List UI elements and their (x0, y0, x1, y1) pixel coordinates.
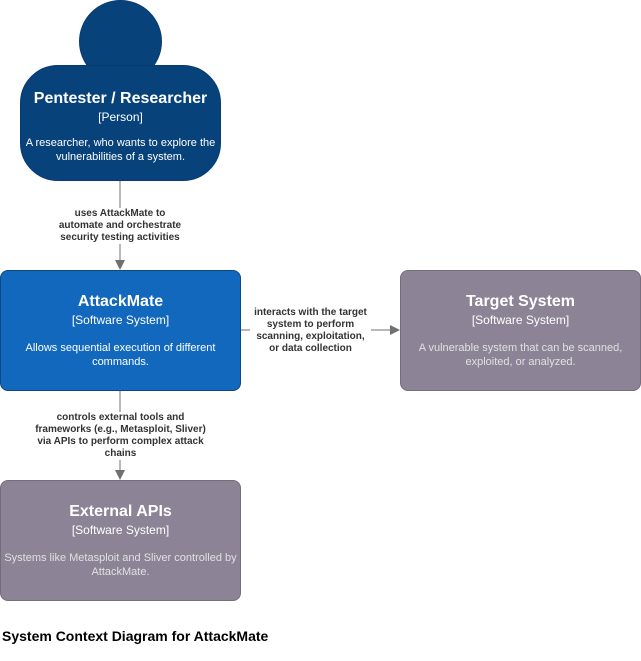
edge-label-uses: uses AttackMate to automate and orchestr… (56, 208, 184, 244)
attackmate-node: AttackMate [Software System] Allows sequ… (0, 270, 241, 391)
person-description: A researcher, who wants to explore the v… (25, 137, 216, 163)
target-system-node: Target System [Software System] A vulner… (400, 270, 641, 391)
target-system-name: Target System (465, 293, 576, 310)
edge-label-controls: controls external tools and frameworks (… (32, 412, 209, 460)
target-system-description: A vulnerable system that can be scanned,… (418, 342, 623, 368)
edge-label-interacts: interacts with the target system to perf… (250, 307, 371, 355)
person-body: Pentester / Researcher [Person] A resear… (20, 65, 221, 181)
attackmate-type: [Software System] (71, 313, 170, 327)
external-apis-name: External APIs (69, 503, 172, 520)
target-system-type: [Software System] (471, 313, 570, 327)
diagram-caption: System Context Diagram for AttackMate (2, 628, 269, 644)
attackmate-name: AttackMate (77, 293, 164, 310)
external-apis-node: External APIs [Software System] Systems … (0, 480, 241, 601)
person-name: Pentester / Researcher (33, 90, 208, 107)
external-apis-type: [Software System] (71, 523, 170, 537)
attackmate-description: Allows sequential execution of different… (25, 342, 216, 368)
external-apis-description: Systems like Metasploit and Sliver contr… (4, 552, 237, 578)
person-type: [Person] (98, 110, 143, 124)
